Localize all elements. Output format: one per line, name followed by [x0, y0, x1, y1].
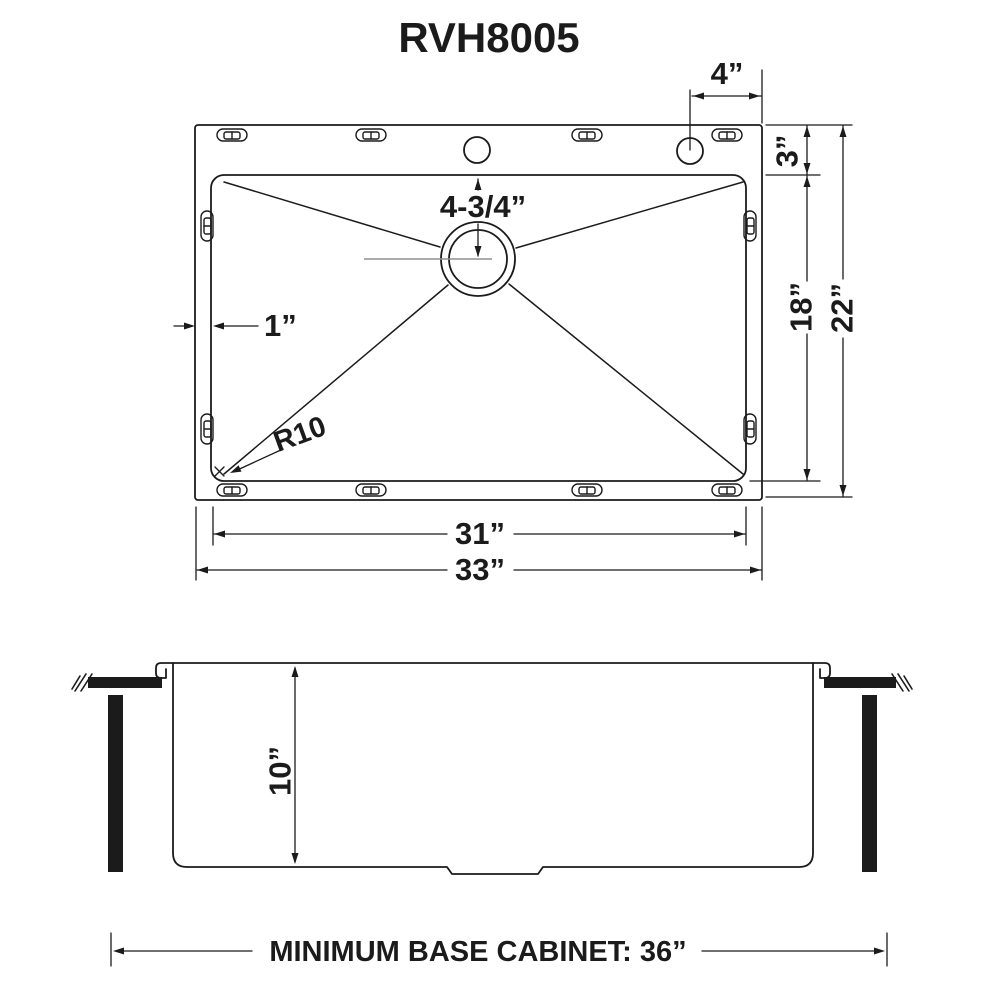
dim-label-3in: 3” [770, 135, 805, 168]
mounting-clip [743, 413, 757, 445]
rim-flange-right [812, 662, 831, 679]
top-view [194, 124, 763, 501]
arrow-up [803, 126, 811, 137]
dim-label-31in: 31” [455, 516, 505, 551]
side-view-dimensions [110, 667, 888, 967]
top-view-arrowheads [184, 92, 847, 574]
arrow-up [291, 666, 299, 677]
label-corner-radius: R10 [269, 410, 330, 458]
page-title: RVH8005 [398, 14, 579, 61]
groove-line-bottom-right [508, 283, 744, 475]
mounting-clip [216, 128, 248, 142]
arrow-right [734, 530, 745, 538]
mounting-clip [355, 128, 387, 142]
arrow-down [474, 246, 482, 257]
faucet-hole-center [463, 136, 491, 164]
sink-outer-rim [194, 124, 763, 501]
mounting-clip [200, 413, 214, 445]
cabinet-wall-left [108, 695, 123, 872]
arrow-left [197, 566, 208, 574]
top-view-dimensions [173, 69, 853, 581]
groove-line-top-right [515, 181, 744, 249]
arrow-down [803, 163, 811, 174]
arrow-up [839, 126, 847, 137]
arrow-right [184, 322, 195, 330]
sink-bowl [210, 174, 747, 482]
countertop-left [88, 677, 162, 688]
arrow-left [693, 92, 704, 100]
corner-radius-mark [214, 466, 225, 477]
side-view [155, 662, 831, 875]
mounting-clips [200, 128, 757, 497]
rim-flange-left [155, 662, 174, 679]
groove-line-top-left [223, 181, 441, 248]
mounting-clip [216, 483, 248, 497]
dim-label-4in: 4” [711, 56, 744, 91]
side-view-arrowheads [113, 666, 885, 955]
arrow-up [474, 179, 482, 190]
mounting-clip [571, 128, 603, 142]
dim-label-rim: 1” [264, 308, 297, 343]
r10-leader [232, 448, 284, 473]
dim-label-33in: 33” [455, 552, 505, 587]
mounting-clip [571, 483, 603, 497]
arrow-down [839, 485, 847, 496]
countertop-right [824, 677, 896, 688]
mounting-clip [355, 483, 387, 497]
cabinet-wall-right [862, 695, 877, 872]
mounting-clip [743, 210, 757, 242]
arrow-left [213, 322, 224, 330]
arrow-right [874, 947, 885, 955]
mounting-clip [711, 483, 743, 497]
top-view-labels: 4” 3” 18” 22” 4-3/4” 1” R10 31” 33” [264, 56, 860, 587]
arrow-left [113, 947, 124, 955]
arrow-r10 [230, 465, 242, 473]
sink-cross-section [172, 662, 814, 875]
dim-label-drain: 4-3/4” [440, 189, 526, 224]
groove-line-bottom-left [223, 284, 449, 475]
arrow-right [750, 566, 761, 574]
arrow-left [214, 530, 225, 538]
break-marks [71, 673, 913, 692]
arrow-down [291, 853, 299, 864]
bowl-groove-lines [223, 181, 744, 475]
mounting-clip [711, 128, 743, 142]
mounting-clip [200, 210, 214, 242]
dim-label-22in: 22” [825, 283, 860, 333]
counter-and-cabinet [88, 677, 896, 872]
cabinet-note: MINIMUM BASE CABINET: 36” [269, 936, 686, 968]
arrow-down [803, 469, 811, 480]
dim-label-10in: 10” [263, 746, 298, 796]
dim-label-18in: 18” [784, 282, 819, 332]
arrow-up [803, 176, 811, 187]
arrow-right [749, 92, 760, 100]
side-view-labels: 10” MINIMUM BASE CABINET: 36” [263, 746, 687, 968]
